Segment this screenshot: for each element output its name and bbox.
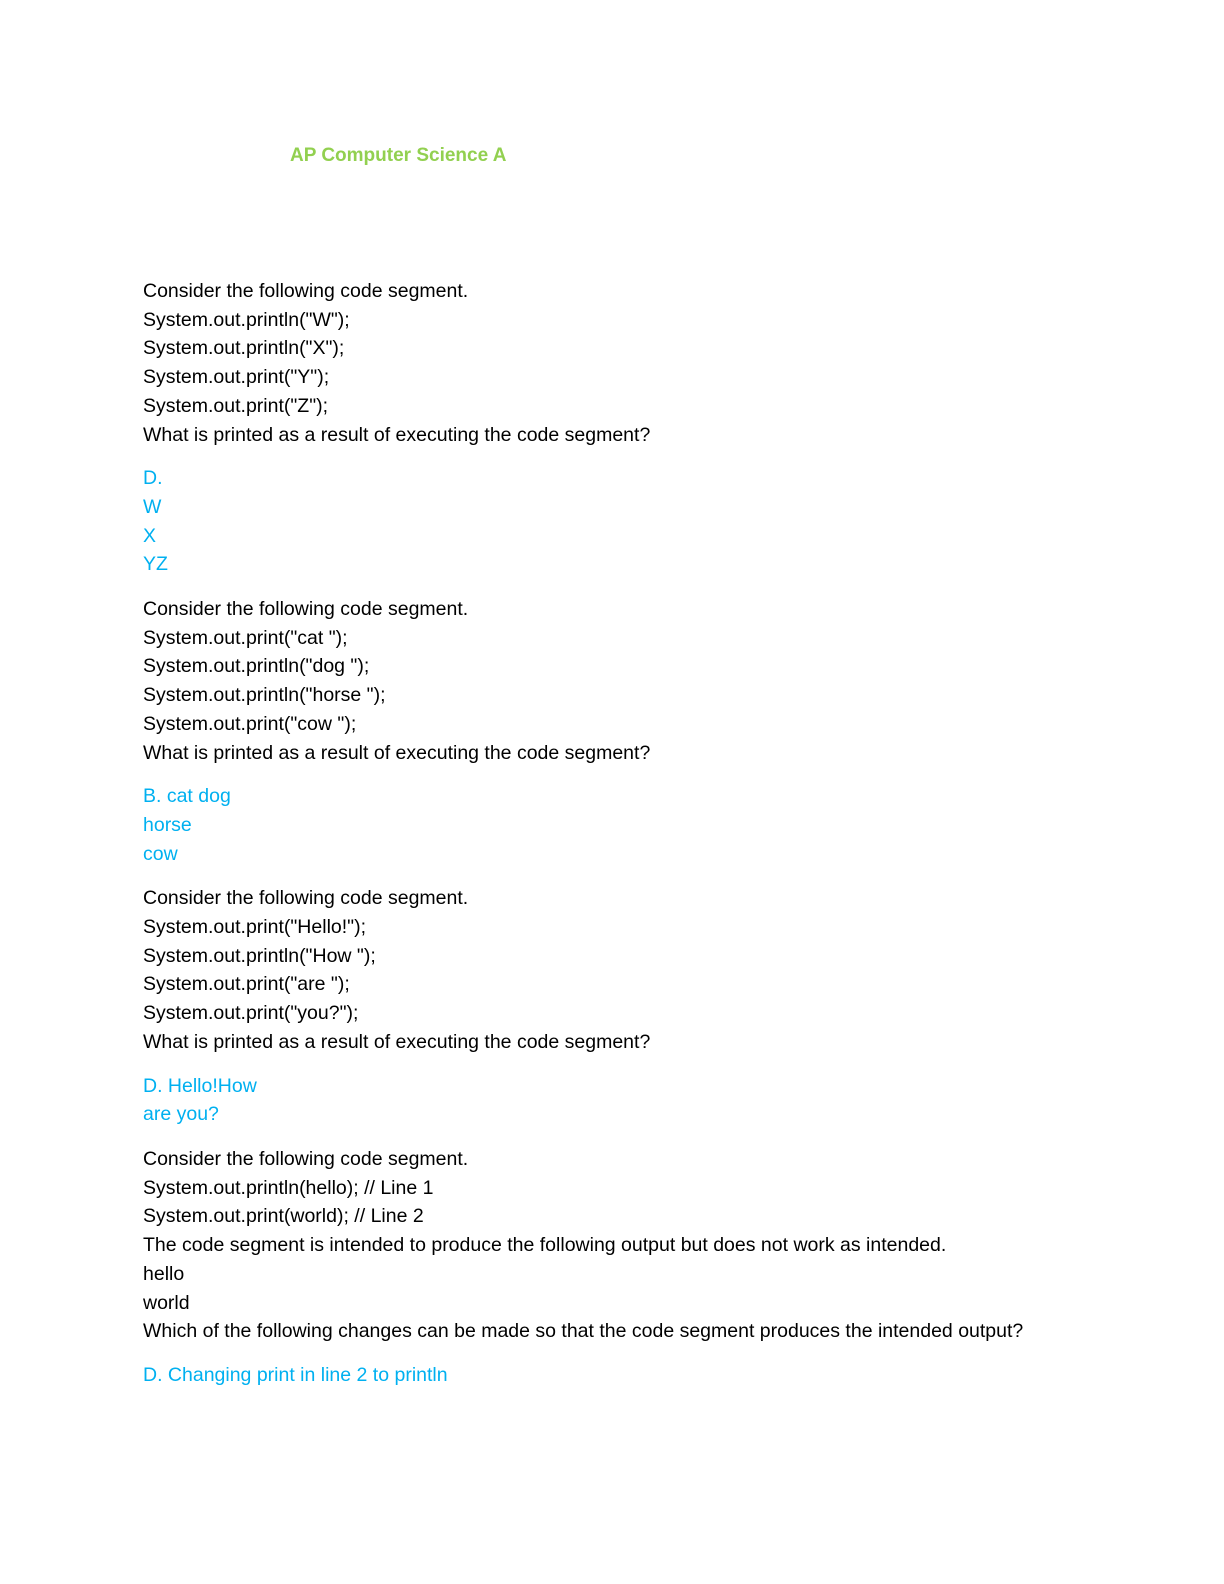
answer-line: W	[143, 495, 162, 518]
question-1: Consider the following code segment. Sys…	[143, 277, 1143, 449]
document-body: Consider the following code segment. Sys…	[143, 277, 1143, 1406]
question-text-line: The code segment is intended to produce …	[143, 1234, 947, 1257]
question-text-line: Consider the following code segment.	[143, 887, 469, 910]
answer-line: X	[143, 524, 157, 547]
document-title: AP Computer Science A	[290, 145, 507, 166]
code-line: System.out.println("dog ");	[143, 655, 370, 678]
question-text-line: Consider the following code segment.	[143, 280, 469, 302]
answer-line: D. Hello!How	[143, 1074, 257, 1097]
answer-3: D. Hello!How are you?	[143, 1072, 1143, 1129]
code-line: System.out.println("How ");	[143, 944, 376, 967]
code-line: System.out.println("X");	[143, 337, 345, 360]
code-line: System.out.print("Hello!");	[143, 916, 366, 939]
answer-line: B. cat dog	[143, 785, 231, 808]
code-line: System.out.print("Z");	[143, 394, 329, 417]
answer-line: YZ	[143, 553, 168, 576]
answer-line: horse	[143, 813, 192, 836]
question-3: Consider the following code segment. Sys…	[143, 884, 1143, 1056]
code-line: System.out.print("cat ");	[143, 626, 348, 649]
output-line: hello	[143, 1262, 185, 1285]
answer-1: D. W X YZ	[143, 464, 1143, 579]
code-line: System.out.print("are ");	[143, 973, 350, 996]
question-4: Consider the following code segment. Sys…	[143, 1145, 1143, 1346]
code-line: System.out.print("you?");	[143, 1002, 359, 1025]
answer-line: are you?	[143, 1103, 219, 1126]
code-line: System.out.println("W");	[143, 308, 350, 331]
answer-line: D.	[143, 467, 163, 490]
answer-line: D. Changing print in line 2 to println	[143, 1363, 448, 1386]
answer-line: cow	[143, 842, 178, 865]
answer-4: D. Changing print in line 2 to println	[143, 1361, 1143, 1390]
code-line: System.out.print("Y");	[143, 366, 330, 389]
question-text-line: Consider the following code segment.	[143, 1147, 469, 1170]
question-prompt: Which of the following changes can be ma…	[143, 1320, 1024, 1343]
code-line: System.out.print(world); // Line 2	[143, 1205, 424, 1228]
question-2: Consider the following code segment. Sys…	[143, 595, 1143, 767]
output-line: world	[143, 1291, 190, 1314]
code-line: System.out.println(hello); // Line 1	[143, 1176, 434, 1199]
code-line: System.out.print("cow ");	[143, 712, 357, 735]
question-text-line: Consider the following code segment.	[143, 598, 469, 621]
question-prompt: What is printed as a result of executing…	[143, 1030, 651, 1053]
question-prompt: What is printed as a result of executing…	[143, 423, 651, 446]
code-line: System.out.println("horse ");	[143, 684, 386, 707]
question-prompt: What is printed as a result of executing…	[143, 741, 651, 764]
answer-2: B. cat dog horse cow	[143, 782, 1143, 868]
